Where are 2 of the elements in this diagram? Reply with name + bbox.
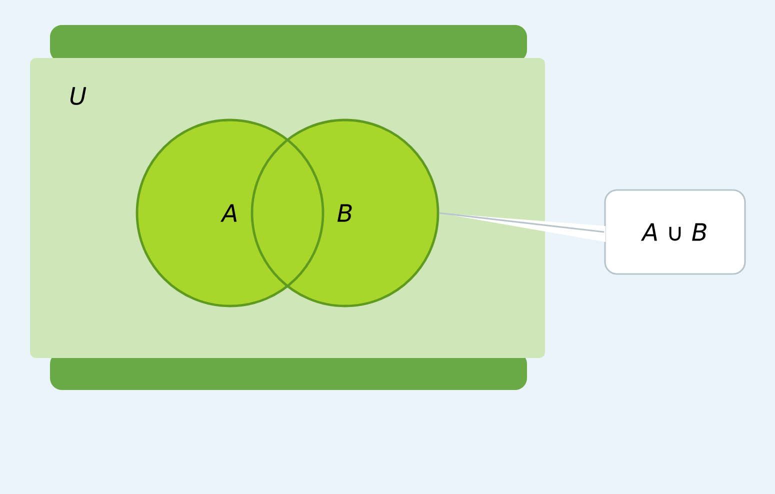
callout-bubble: A ∪ B — [604, 189, 746, 275]
callout-pointer — [439, 212, 606, 242]
